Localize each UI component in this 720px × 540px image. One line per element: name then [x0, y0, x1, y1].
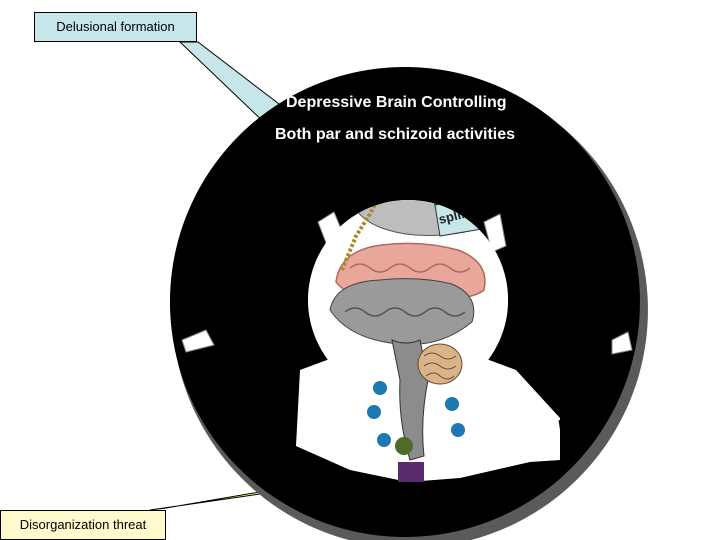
right-tick — [558, 419, 568, 459]
grey-folds — [344, 307, 466, 317]
nerve-strand — [340, 200, 380, 271]
wheel-title-line-1: Depressive Brain Controlling — [286, 94, 507, 111]
nerve-node-1 — [373, 381, 387, 395]
spinal-base — [398, 462, 424, 482]
cortex-folds — [349, 263, 471, 273]
nerve-node-5 — [377, 433, 391, 447]
disorganization-threat-callout: Disorganization threat — [0, 510, 166, 540]
cerebellum-lower — [417, 343, 463, 385]
brain-grey-lobe — [329, 278, 475, 346]
wheel-title-line-2: Both par and schizoid activities — [275, 126, 516, 143]
delusional-formation-callout: Delusional formation — [34, 12, 197, 42]
nerve-node-2 — [367, 405, 381, 419]
nerve-node-3 — [445, 397, 459, 411]
wheel-notch-left — [181, 329, 215, 353]
cerebellum-folds — [423, 352, 457, 380]
green-cluster — [395, 437, 413, 455]
nerve-node-4 — [451, 423, 465, 437]
wheel-notch-right — [611, 331, 633, 355]
